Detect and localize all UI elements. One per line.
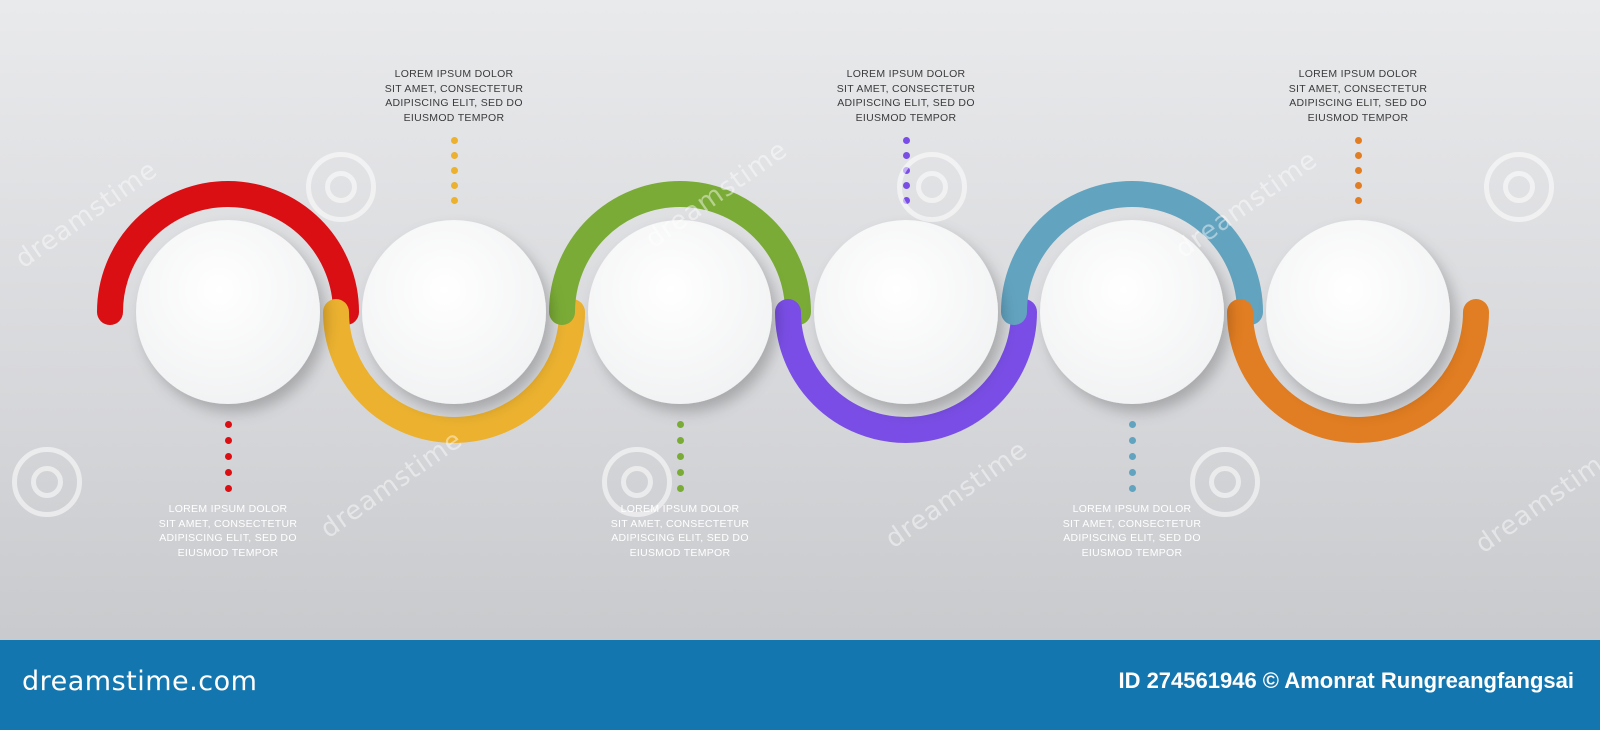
connector-dot-6-5 <box>1354 196 1362 204</box>
connector-dot-3-4 <box>676 468 684 476</box>
step-caption-4: LOREM IPSUM DOLOR SIT AMET, CONSECTETUR … <box>836 68 976 124</box>
watermark-spiral-icon <box>306 152 376 222</box>
step-disc-6[interactable] <box>1266 220 1450 404</box>
timeline-diagram <box>97 181 1489 443</box>
connector-dot-5-3 <box>1128 452 1136 460</box>
step-disc-2[interactable] <box>362 220 546 404</box>
step-disc-3[interactable] <box>588 220 772 404</box>
connector-dot-6-1 <box>1354 136 1362 144</box>
connector-dot-6-4 <box>1354 181 1362 189</box>
footer-credit: ID 274561946 © Amonrat Rungreangfangsai <box>1118 668 1574 693</box>
arc-step-3 <box>549 181 811 325</box>
connector-dot-5-4 <box>1128 468 1136 476</box>
connector-dot-2-3 <box>450 166 458 174</box>
footer-logo[interactable]: dreamstime.com <box>22 665 258 697</box>
connector-dot-1-5 <box>224 484 232 492</box>
step-caption-1: LOREM IPSUM DOLOR SIT AMET, CONSECTETUR … <box>158 503 298 559</box>
connector-dot-3-3 <box>676 452 684 460</box>
connector-dot-2-2 <box>450 151 458 159</box>
step-caption-5: LOREM IPSUM DOLOR SIT AMET, CONSECTETUR … <box>1062 503 1202 559</box>
connector-dot-1-2 <box>224 436 232 444</box>
step-caption-6: LOREM IPSUM DOLOR SIT AMET, CONSECTETUR … <box>1288 68 1428 124</box>
connector-dot-1-4 <box>224 468 232 476</box>
step-discs <box>136 220 1450 404</box>
connector-dot-6-2 <box>1354 151 1362 159</box>
connector-dot-2-1 <box>450 136 458 144</box>
connector-dot-4-2 <box>902 151 910 159</box>
step-caption-2: LOREM IPSUM DOLOR SIT AMET, CONSECTETUR … <box>384 68 524 124</box>
connector-dot-3-1 <box>676 420 684 428</box>
arc-step-2 <box>323 299 585 443</box>
arc-step-1 <box>97 181 359 325</box>
connector-dot-1-3 <box>224 452 232 460</box>
step-disc-5[interactable] <box>1040 220 1224 404</box>
watermark-spiral-icon <box>1190 447 1260 517</box>
connector-dot-4-1 <box>902 136 910 144</box>
infographic-stage: LOREM IPSUM DOLOR SIT AMET, CONSECTETUR … <box>12 68 1554 559</box>
connector-dot-2-5 <box>450 196 458 204</box>
connector-dot-6-3 <box>1354 166 1362 174</box>
watermark-spiral-icon <box>1484 152 1554 222</box>
step-disc-1[interactable] <box>136 220 320 404</box>
watermark-spiral-icon <box>12 447 82 517</box>
connector-dot-5-5 <box>1128 484 1136 492</box>
footer-bar: dreamstime.com ID 274561946 © Amonrat Ru… <box>0 640 1600 730</box>
connector-dot-1-1 <box>224 420 232 428</box>
connector-dot-5-1 <box>1128 420 1136 428</box>
step-disc-4[interactable] <box>814 220 998 404</box>
connector-dot-3-5 <box>676 484 684 492</box>
arc-ribbons <box>97 181 1489 443</box>
connector-dot-3-2 <box>676 436 684 444</box>
step-caption-3: LOREM IPSUM DOLOR SIT AMET, CONSECTETUR … <box>610 503 750 559</box>
arc-step-4 <box>775 299 1037 443</box>
watermark-spiral-icon <box>897 152 967 222</box>
arc-step-5 <box>1001 181 1263 325</box>
connector-dot-2-4 <box>450 181 458 189</box>
watermark-spiral-icon <box>602 447 672 517</box>
connector-dot-5-2 <box>1128 436 1136 444</box>
arc-step-6 <box>1227 299 1489 443</box>
